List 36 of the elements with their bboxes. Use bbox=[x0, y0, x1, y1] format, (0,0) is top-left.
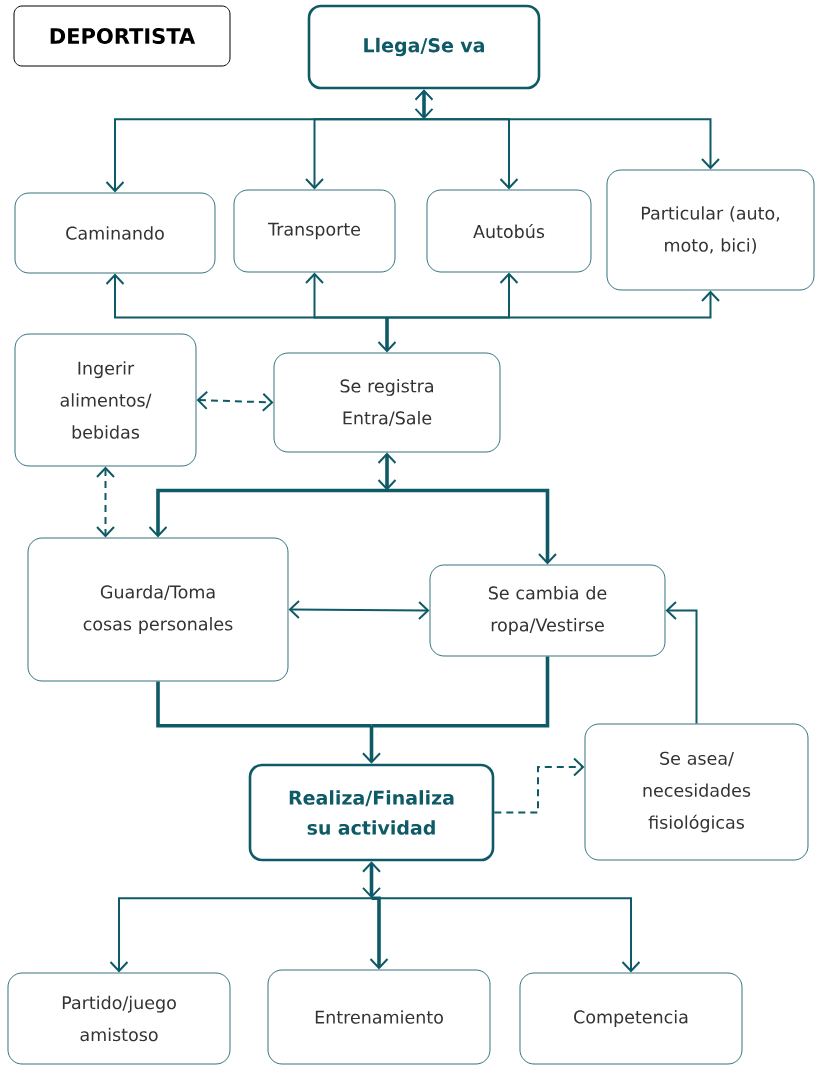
process-box: Partido/juego amistoso bbox=[7, 972, 231, 1065]
arrow bbox=[305, 272, 388, 319]
dashed-arrow bbox=[196, 390, 274, 412]
process-box: Entrenamiento bbox=[267, 969, 491, 1065]
connector-line bbox=[156, 681, 372, 728]
arrow bbox=[288, 600, 430, 620]
arrow bbox=[369, 896, 389, 970]
arrow bbox=[148, 488, 387, 538]
process-box: Ingerir alimentos/ bebidas bbox=[14, 333, 197, 467]
arrow bbox=[386, 290, 720, 319]
arrow bbox=[362, 861, 381, 899]
title-box: DEPORTISTA bbox=[13, 5, 231, 67]
process-box: Competencia bbox=[519, 972, 743, 1065]
process-box: Particular (auto, moto, bici) bbox=[606, 169, 815, 291]
connector-line bbox=[371, 656, 550, 728]
arrow bbox=[377, 452, 397, 491]
process-box: Autobús bbox=[426, 189, 592, 273]
arrow bbox=[370, 897, 641, 973]
arrow bbox=[305, 118, 425, 190]
arrow bbox=[109, 897, 373, 973]
process-box: Guarda/Toma cosas personales bbox=[27, 537, 289, 682]
dashed-arrow bbox=[96, 466, 115, 538]
process-box: Transporte bbox=[233, 189, 396, 273]
arrow bbox=[377, 317, 397, 353]
process-box: Caminando bbox=[14, 192, 216, 274]
arrow bbox=[414, 89, 434, 120]
process-box: Llega/Se va bbox=[307, 4, 541, 90]
dashed-arrow bbox=[493, 757, 585, 814]
process-box: Realiza/Finaliza su actividad bbox=[248, 763, 495, 862]
arrow bbox=[423, 118, 720, 170]
arrow bbox=[387, 488, 557, 565]
arrow bbox=[362, 725, 381, 764]
process-box: Se asea/ necesidades fisiológicas bbox=[584, 723, 809, 861]
process-box: Se cambia de ropa/Vestirse bbox=[429, 564, 666, 657]
process-box: Se registra Entra/Sale bbox=[273, 352, 501, 453]
arrow bbox=[665, 601, 698, 725]
